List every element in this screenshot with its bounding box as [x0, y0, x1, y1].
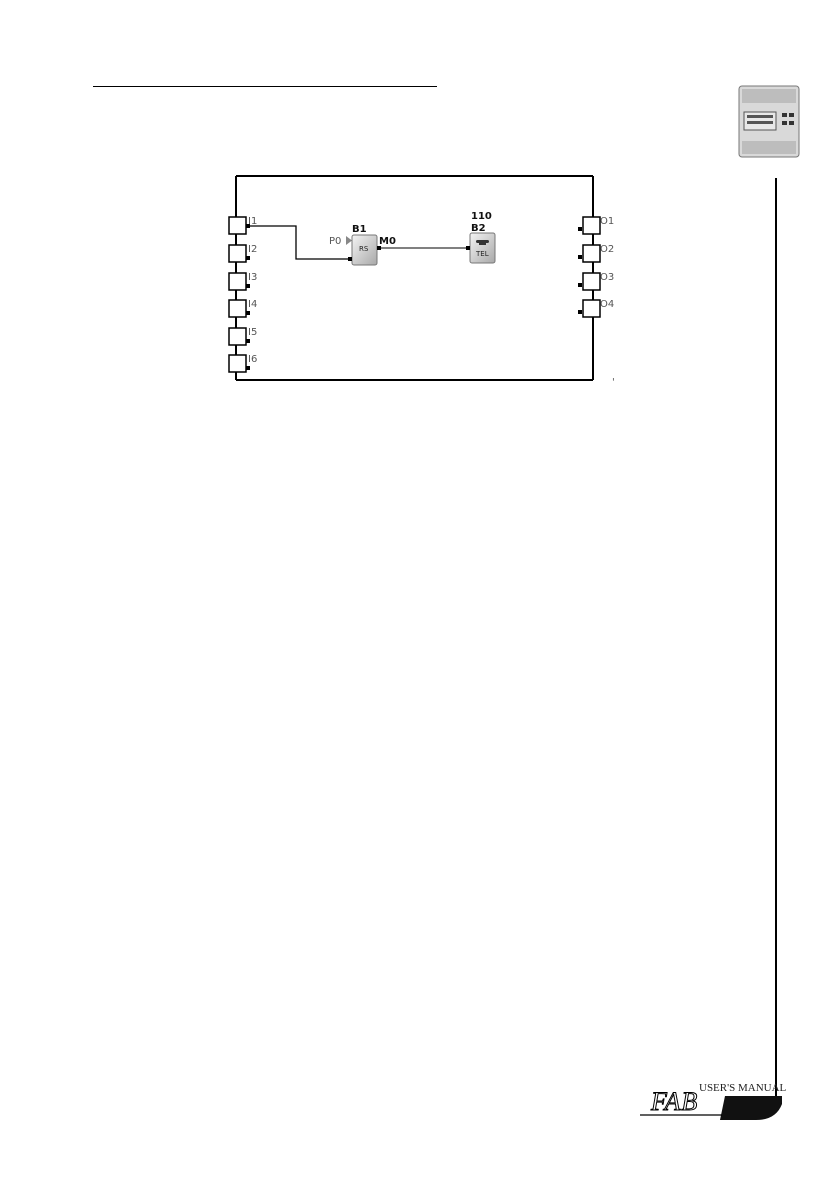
logo-fab: FAB [651, 1089, 698, 1115]
input-terminal-3[interactable]: I3 [229, 272, 257, 290]
input-terminal-6[interactable]: I6 [229, 354, 257, 372]
input-label-3: I3 [248, 272, 257, 283]
output-label-3: O3 [600, 272, 614, 283]
logo-users-manual: USER'S MANUAL [699, 1082, 786, 1094]
rs-output-label: M0 [379, 236, 396, 247]
wiring-diagram: I1 I2 I3 I4 I5 I6 O1 O2 O3 [0, 0, 839, 420]
tel-block-number: 110 [471, 211, 492, 222]
rs-param-arrow-icon [346, 236, 352, 245]
diagram-frame [236, 176, 593, 380]
tel-block[interactable]: 110 B2 TEL [466, 211, 495, 263]
input-terminal-2[interactable]: I2 [229, 244, 257, 262]
input-terminal-1[interactable]: I1 [229, 216, 257, 234]
output-label-2: O2 [600, 244, 614, 255]
output-label-1: O1 [600, 216, 614, 227]
rs-block-title: B1 [352, 224, 367, 235]
tel-block-title: B2 [471, 223, 486, 234]
output-terminal-1[interactable]: O1 [578, 216, 614, 234]
tel-block-inner: TEL [475, 250, 489, 258]
input-label-2: I2 [248, 244, 257, 255]
input-terminal-4[interactable]: I4 [229, 299, 257, 317]
output-terminal-2[interactable]: O2 [578, 244, 614, 262]
output-terminal-4[interactable]: O4 [578, 299, 614, 317]
input-label-4: I4 [248, 299, 257, 310]
rs-param-label: P0 [329, 236, 341, 247]
input-terminal-5[interactable]: I5 [229, 327, 257, 345]
input-label-6: I6 [248, 354, 257, 365]
corner-mark: ' [612, 377, 615, 388]
input-label-5: I5 [248, 327, 257, 338]
output-terminal-3[interactable]: O3 [578, 272, 614, 290]
output-label-4: O4 [600, 299, 614, 310]
rs-block-inner: RS [359, 245, 369, 253]
